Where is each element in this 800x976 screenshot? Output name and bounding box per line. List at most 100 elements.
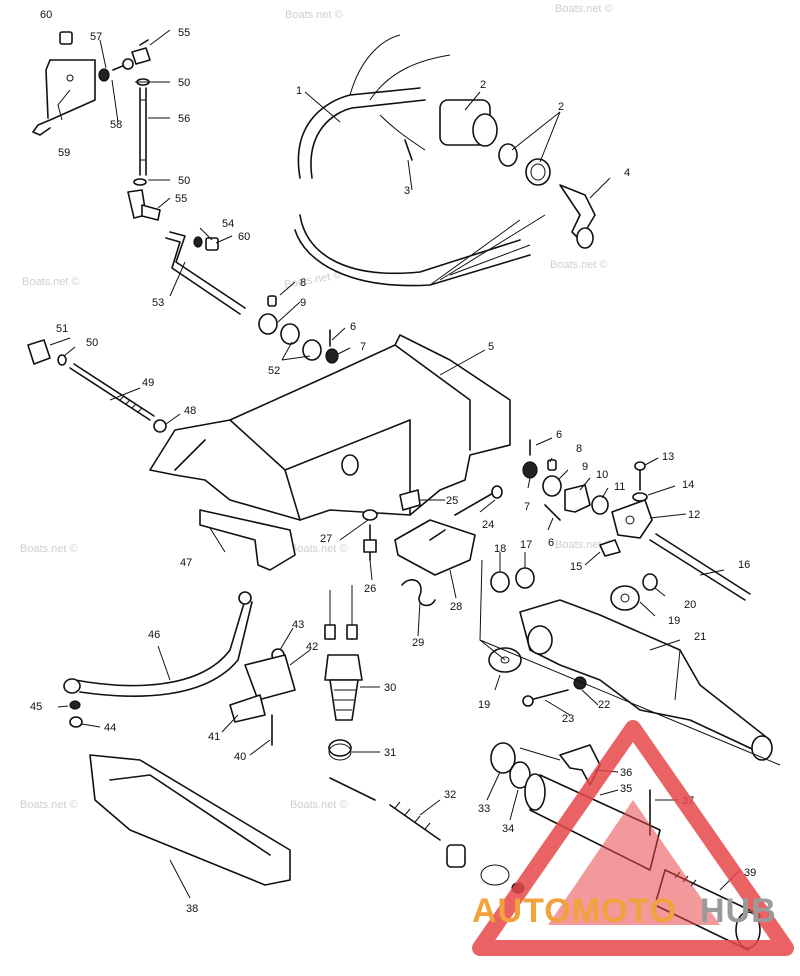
spring-29 xyxy=(401,579,436,607)
wire-harness-1 xyxy=(294,34,546,287)
washer-27 xyxy=(362,509,378,521)
bolt-26 xyxy=(363,524,377,561)
callout-28: 28 xyxy=(450,601,462,613)
callout-55: 55 xyxy=(175,193,187,205)
watermark: Boats.net © xyxy=(283,269,342,291)
callout-26: 26 xyxy=(364,583,376,595)
brand-name-part2: HUB xyxy=(700,892,777,930)
watermark: Boats.net © xyxy=(20,543,78,555)
washer-54 xyxy=(193,236,203,248)
support-47 xyxy=(199,509,296,571)
bracket-59 xyxy=(32,59,96,136)
callout-23: 23 xyxy=(562,713,574,725)
callout-15: 15 xyxy=(570,561,582,573)
callout-60: 60 xyxy=(40,9,52,21)
callout-7: 7 xyxy=(360,341,366,353)
ground-strap-46 xyxy=(63,591,253,697)
watermark: Boats.net © xyxy=(550,259,608,271)
nut-7-upper xyxy=(325,348,339,364)
washer-50-left xyxy=(57,354,67,366)
callout-57: 57 xyxy=(90,31,102,43)
bushing-18 xyxy=(490,571,510,593)
callout-20: 20 xyxy=(684,599,696,611)
shaft-16 xyxy=(649,533,751,601)
bushing-9-right xyxy=(542,475,562,497)
callout-35: 35 xyxy=(620,783,632,795)
callout-4: 4 xyxy=(624,167,630,179)
ignition-switch-2 xyxy=(439,99,551,186)
washer-8-right xyxy=(547,459,557,471)
cover-38 xyxy=(89,754,291,886)
callout-50: 50 xyxy=(86,337,98,349)
callout-49: 49 xyxy=(142,377,154,389)
callout-22: 22 xyxy=(598,699,610,711)
callout-42: 42 xyxy=(306,641,318,653)
brand-logo: AUTOMOTO HUB xyxy=(472,720,794,956)
callout-29: 29 xyxy=(412,637,424,649)
callout-30: 30 xyxy=(384,682,396,694)
cam-10 xyxy=(564,484,591,513)
pin-6-right xyxy=(544,504,561,521)
bushing-11 xyxy=(591,495,609,515)
brand-name-part1: AUTOMOTO xyxy=(472,892,677,930)
callout-8: 8 xyxy=(576,443,582,455)
callout-50: 50 xyxy=(178,77,190,89)
bushing-17 xyxy=(515,567,535,589)
callout-31: 31 xyxy=(384,747,396,759)
callout-52: 52 xyxy=(268,365,280,377)
callout-48: 48 xyxy=(184,405,196,417)
callout-6: 6 xyxy=(556,429,562,441)
screw-44 xyxy=(69,716,83,728)
screw-58 xyxy=(112,58,134,71)
switch-30 xyxy=(324,654,363,721)
shaft-49 xyxy=(69,363,155,421)
callout-36: 36 xyxy=(620,767,632,779)
plate-42 xyxy=(244,654,296,701)
nut-60-lower xyxy=(205,237,219,251)
callout-25: 25 xyxy=(446,495,458,507)
washer-8-upper xyxy=(267,295,277,307)
key-4 xyxy=(559,184,596,249)
washer-57 xyxy=(98,68,110,82)
callout-19: 19 xyxy=(478,699,490,711)
callout-16: 16 xyxy=(738,559,750,571)
screw-25 xyxy=(399,489,421,511)
callout-9: 9 xyxy=(582,461,588,473)
callout-8: 8 xyxy=(300,277,306,289)
bushings-52 xyxy=(280,323,322,361)
callout-19: 19 xyxy=(668,615,680,627)
nut-31 xyxy=(328,739,352,761)
ring-34 xyxy=(509,761,531,789)
nut-20 xyxy=(642,573,658,591)
callout-1: 1 xyxy=(296,85,302,97)
nut-7-right xyxy=(522,461,538,479)
callout-2: 2 xyxy=(480,79,486,91)
callout-56: 56 xyxy=(178,113,190,125)
tiller-housing-5 xyxy=(149,334,511,521)
tiller-arm-21 xyxy=(519,599,773,761)
callout-58: 58 xyxy=(110,119,122,131)
callout-34: 34 xyxy=(502,823,514,835)
watermark: Boats.net © xyxy=(290,543,348,555)
callout-7: 7 xyxy=(524,501,530,513)
callout-44: 44 xyxy=(104,722,116,734)
nut-48 xyxy=(153,419,167,433)
knob-51 xyxy=(27,339,51,365)
bolt-24 xyxy=(454,485,503,516)
block-12 xyxy=(611,499,653,539)
bushing-9-upper xyxy=(258,313,278,335)
wires-connectors xyxy=(324,585,358,640)
fitting-55-mid xyxy=(127,189,161,221)
callout-24: 24 xyxy=(482,519,494,531)
screw-23 xyxy=(522,689,569,707)
watermark: Boats.net © xyxy=(22,276,80,288)
callout-17: 17 xyxy=(520,539,532,551)
callout-51: 51 xyxy=(56,323,68,335)
screw-13 xyxy=(634,461,646,491)
watermark: Boats.net © xyxy=(555,3,613,15)
logo-triangle-outer xyxy=(472,720,794,956)
callout-46: 46 xyxy=(148,629,160,641)
callout-5: 5 xyxy=(488,341,494,353)
washer-45 xyxy=(69,700,81,710)
callout-43: 43 xyxy=(292,619,304,631)
